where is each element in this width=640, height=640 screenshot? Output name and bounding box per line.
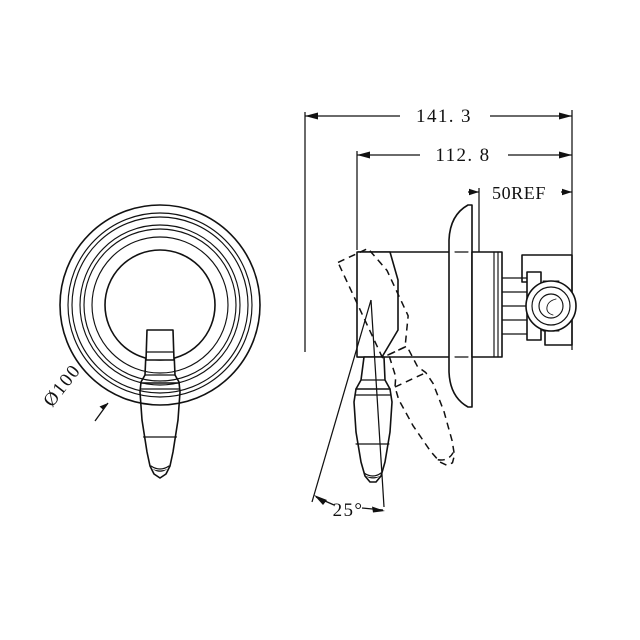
cartridge-collar (471, 251, 503, 358)
ghost-handle-25deg (337, 247, 456, 467)
dim-112-label: 112. 8 (435, 145, 490, 166)
escutcheon-flange (448, 204, 473, 408)
dimension-112-8: 112. 8 (357, 145, 572, 166)
plate-ring-4 (79, 224, 241, 386)
dimension-block: 141. 3 112. 8 50REF (304, 106, 573, 352)
plate-ring-5 (83, 228, 237, 382)
angle-arrow-right (372, 506, 385, 513)
angle-label: 25° (333, 500, 364, 521)
angle-ext-line-vertical (370, 299, 385, 508)
ghost-handle-lever (387, 345, 456, 467)
angle-callout: 25° (311, 299, 385, 521)
front-handle-neck-shape (145, 329, 175, 361)
side-handle-tip-curve (363, 472, 382, 477)
escutcheon-curved-profile (448, 204, 473, 408)
dim-112-arrow-left (357, 151, 370, 159)
dim-50-arrow-left (469, 188, 479, 196)
plate-ring-3 (71, 216, 249, 394)
angle-arrow-left (314, 495, 327, 505)
spindle-cap-mid-circle (531, 286, 571, 326)
side-view-handle (353, 251, 399, 483)
spindle-cap-inner-circle (538, 293, 564, 319)
side-handle-tip-shadow (365, 476, 381, 479)
dim-141-arrow-left (305, 112, 318, 120)
dim-50-label: 50REF (492, 183, 546, 203)
dim-112-arrow-right (559, 151, 572, 159)
ghost-handle-tip (437, 452, 454, 461)
spindle-cap-outer-circle (525, 280, 577, 332)
side-view: 25° (311, 204, 577, 521)
plate-ring-2 (67, 212, 253, 398)
diameter-leader-arrow (99, 403, 108, 410)
dim-141-arrow-right (559, 112, 572, 120)
dim-141-label: 141. 3 (416, 106, 472, 127)
plate-ring-6 (91, 236, 229, 374)
dim-50-arrow-right (562, 188, 572, 196)
spindle-end-cap (525, 271, 577, 341)
front-handle-tip-shadow (152, 469, 168, 472)
ghost-handle-base-block (337, 247, 409, 359)
spindle-cap-slot-detail (546, 298, 557, 316)
dimension-141-3: 141. 3 (305, 106, 572, 127)
front-handle-neck (145, 329, 175, 361)
ghost-handle-collar (394, 371, 427, 388)
dimension-50-ref: 50REF (468, 183, 572, 203)
front-handle-tip-curve (150, 465, 170, 470)
front-plate-rings (59, 204, 261, 406)
angle-ext-line-rotated (311, 299, 372, 503)
plate-ring-outer (59, 204, 261, 406)
side-handle-base-block (356, 251, 399, 358)
